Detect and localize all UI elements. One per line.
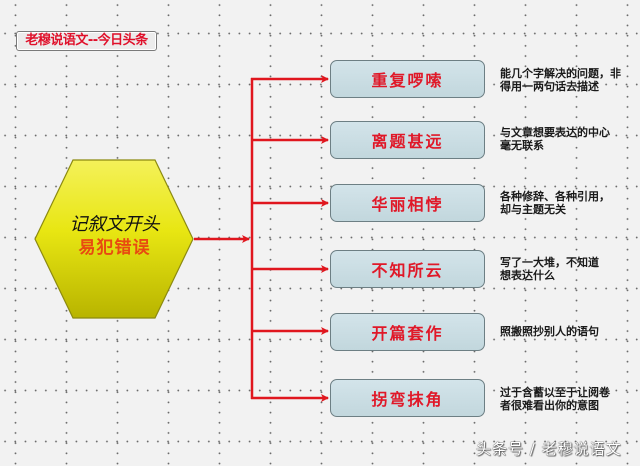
node-label: 拐弯抹角 [371, 390, 444, 409]
node-off-topic: 离题甚远 [330, 121, 485, 159]
node-label: 离题甚远 [371, 132, 444, 151]
node-flowery-irrelevant: 华丽相悖 [330, 184, 485, 222]
node-label: 开篇套作 [371, 324, 444, 343]
central-hexagon [34, 159, 194, 319]
central-node-title: 记叙文开头 [69, 214, 160, 235]
node-label: 华丽相悖 [371, 195, 444, 214]
title-label: 老穆说语文--今日头条 [16, 31, 157, 51]
node-label: 不知所云 [371, 261, 444, 280]
node-description: 过于含蓄以至于让阅卷者很难看出你的意图 [500, 386, 610, 412]
watermark: 头条号 / 老穆说语文 [476, 440, 622, 458]
node-incoherent: 不知所云 [330, 250, 485, 288]
node-label: 重复啰嗦 [371, 71, 444, 90]
node-repetitive: 重复啰嗦 [330, 60, 485, 98]
node-description: 各种修辞、各种引用，却与主题无关 [500, 190, 610, 216]
node-roundabout: 拐弯抹角 [330, 379, 485, 417]
node-description: 与文章想要表达的中心毫无联系 [500, 126, 610, 152]
node-description: 照搬照抄别人的语句 [500, 325, 599, 338]
node-description: 写了一大堆，不知道想表达什么 [500, 256, 599, 282]
central-node-subtitle: 易犯错误 [78, 238, 151, 258]
node-description: 能几个字解决的问题，非得用一两句话去描述 [500, 67, 621, 93]
node-template-opening: 开篇套作 [330, 313, 485, 351]
central-node-text: 记叙文开头 易犯错误 [34, 214, 195, 260]
